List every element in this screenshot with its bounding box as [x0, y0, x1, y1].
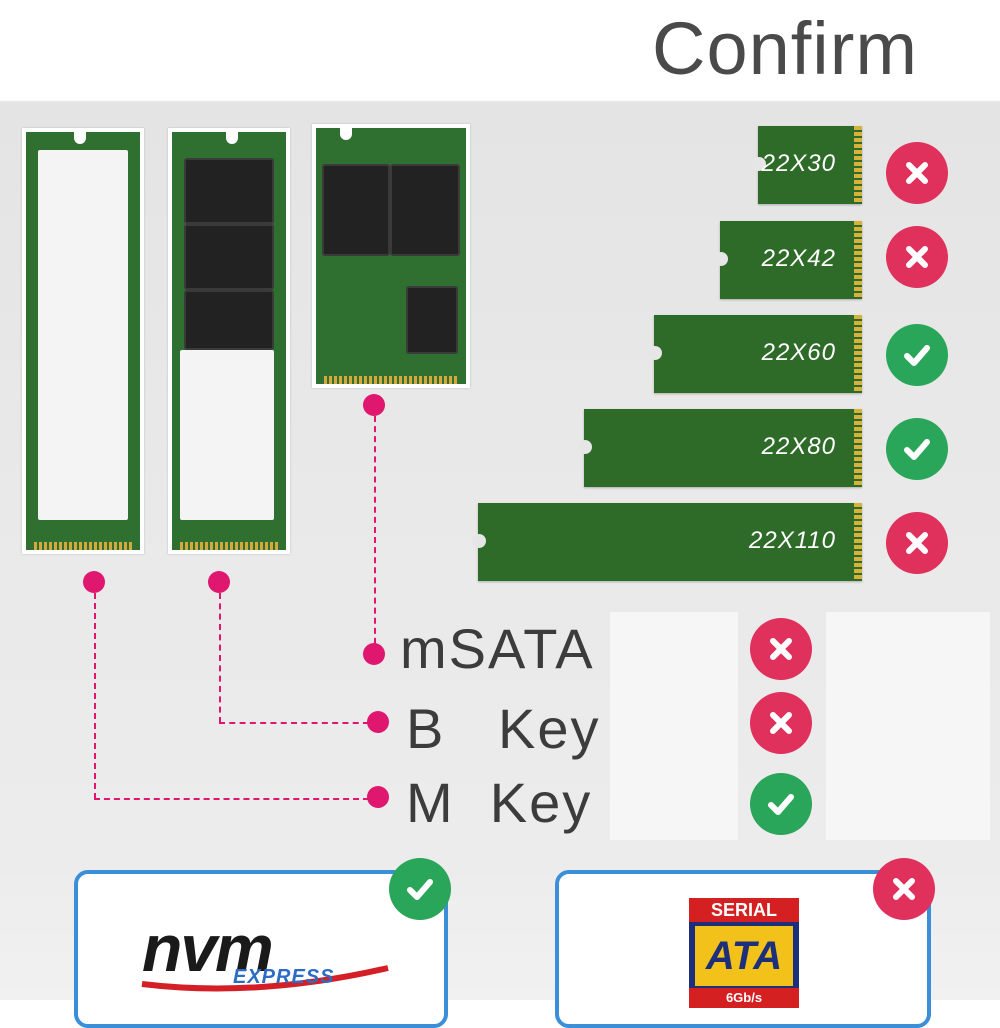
size-bar-22x30: 22X30: [752, 126, 862, 204]
nvme-check-icon: [389, 858, 451, 920]
sata-cross-icon: [873, 858, 935, 920]
size-22x60-check-icon: [886, 324, 948, 386]
b-m-key-ssd-image: [168, 128, 290, 554]
size-22x30-cross-icon: [886, 142, 948, 204]
size-label: 22X60: [761, 339, 836, 366]
b-key-cross-icon: [750, 692, 812, 754]
msata-key-dot: [363, 643, 385, 665]
m-key-drive-dot: [83, 571, 105, 593]
nvm-logo-text: nvm: [142, 911, 274, 985]
serial-ata-logo: SERIAL ATA 6Gb/s: [689, 898, 799, 1008]
sata-logo-main: ATA: [695, 926, 793, 986]
size-label: 22X110: [749, 527, 836, 554]
sata-logo-bottom: 6Gb/s: [689, 988, 799, 1008]
size-22x42-cross-icon: [886, 226, 948, 288]
page-title: Confirm: [652, 7, 919, 90]
size-label: 22X30: [761, 150, 836, 177]
size-22x80-check-icon: [886, 418, 948, 480]
m-key-dot: [367, 786, 389, 808]
msata-ssd-image: [312, 124, 470, 388]
msata-drive-dot: [363, 394, 385, 416]
key-label-b-key: B Key: [406, 697, 601, 760]
m-key-check-icon: [750, 773, 812, 835]
nvm-logo-subtext: EXPRESS: [233, 966, 335, 988]
key-label-msata: mSATA: [400, 617, 595, 680]
msata-cross-icon: [750, 618, 812, 680]
key-label-m-key: M Key: [406, 771, 593, 834]
size-label: 22X80: [761, 433, 836, 460]
b-key-dot: [367, 711, 389, 733]
size-22x110-cross-icon: [886, 512, 948, 574]
m-key-ssd-image: [22, 128, 144, 554]
sata-logo-top: SERIAL: [689, 898, 799, 922]
size-bar-22x42: 22X42: [714, 221, 862, 299]
key-panel-left: [610, 612, 738, 840]
nvm-swoosh-icon: [141, 965, 389, 992]
size-bar-22x110: 22X110: [472, 503, 862, 581]
size-bar-22x80: 22X80: [578, 409, 862, 487]
key-panel-right: [826, 612, 990, 840]
b-key-drive-dot: [208, 571, 230, 593]
size-label: 22X42: [761, 245, 836, 272]
size-bar-22x60: 22X60: [648, 315, 862, 393]
